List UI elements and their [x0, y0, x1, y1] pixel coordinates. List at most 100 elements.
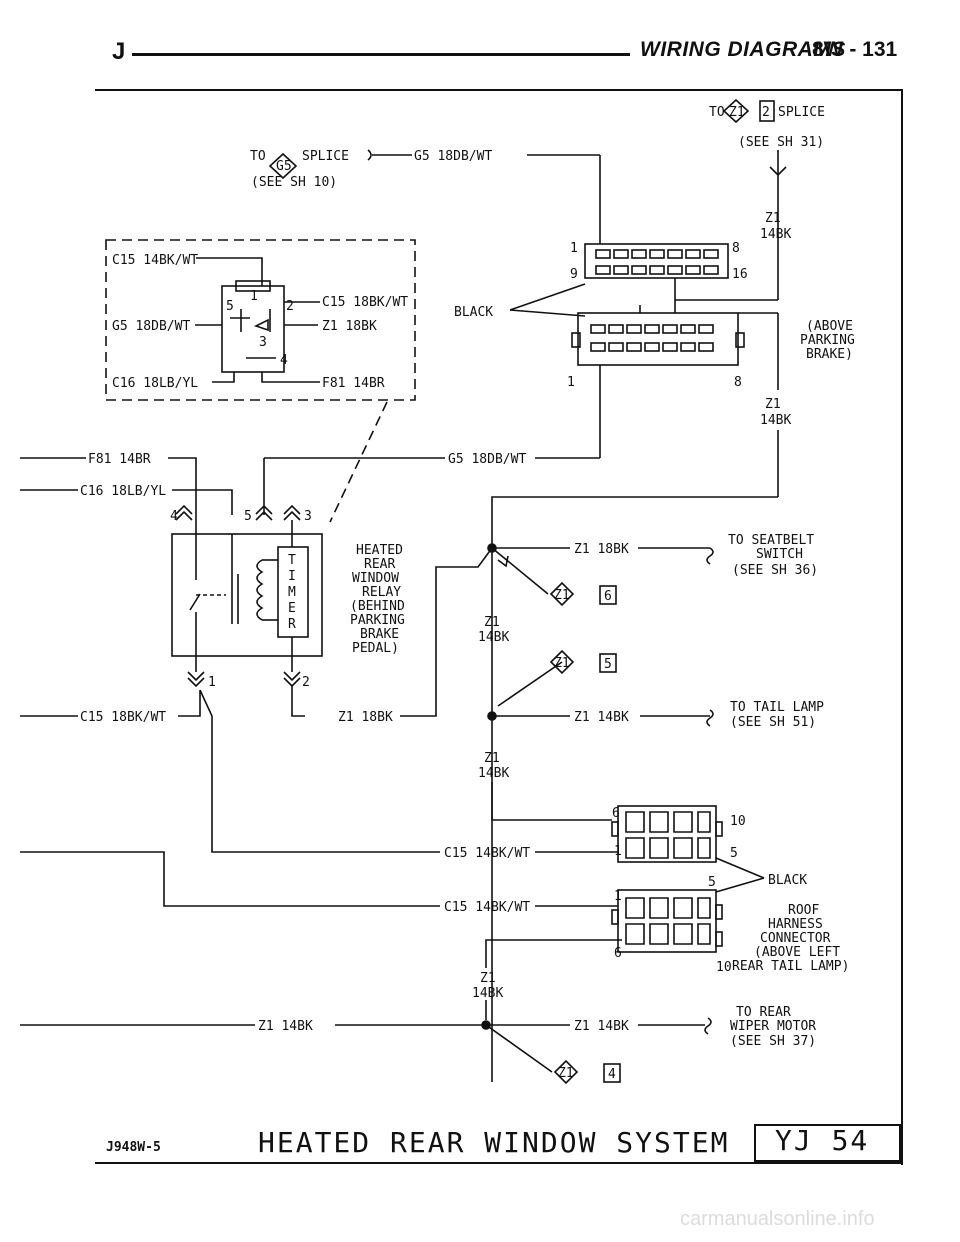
relay-label-7: BRAKE	[360, 627, 399, 642]
box-pin4: 4	[280, 353, 288, 368]
z1-14bk-tail: Z1 14BK	[574, 710, 629, 725]
z1-18bk-box: Z1 18BK	[322, 319, 377, 334]
roof-conn-pin6: 6	[612, 806, 620, 821]
z1-14bk-left: Z1 14BK	[258, 1019, 313, 1034]
see-sh51: (SEE SH 51)	[730, 715, 816, 730]
wiper-motor-label: WIPER MOTOR	[730, 1019, 816, 1034]
black-label-1: BLACK	[454, 305, 493, 320]
svg-text:M: M	[288, 585, 296, 600]
z1-18bk-low: Z1 18BK	[338, 710, 393, 725]
box-pin2: 2	[286, 299, 294, 314]
f81-box: F81 14BR	[322, 376, 385, 391]
relay-label-5: (BEHIND	[350, 599, 405, 614]
relay-label-8: PEDAL)	[352, 641, 399, 656]
14bk-label-c: 14BK	[478, 630, 509, 645]
relay-label-4: RELAY	[362, 585, 401, 600]
conn2-pin1: 1	[567, 375, 575, 390]
svg-text:T: T	[288, 553, 296, 568]
svg-text:R: R	[288, 617, 296, 632]
to-label-top: TO	[709, 105, 725, 120]
rear-tail-label: REAR TAIL LAMP)	[732, 959, 849, 974]
relay-pin3: 3	[304, 509, 312, 524]
roof-conn2-pin5: 5	[708, 875, 716, 890]
relay-pin1: 1	[208, 675, 216, 690]
above-left-label: (ABOVE LEFT	[754, 945, 840, 960]
conn-pin16: 16	[732, 267, 748, 282]
see-sh31: (SEE SH 31)	[738, 135, 824, 150]
g5-top-wire-label: G5 18DB/WT	[414, 149, 492, 164]
z1-18bk-mid: Z1 18BK	[574, 542, 629, 557]
f81-14br-label: F81 14BR	[88, 452, 151, 467]
to-rear-label: TO REAR	[736, 1005, 791, 1020]
relay-pin5: 5	[244, 509, 252, 524]
z1-label-e: Z1	[480, 971, 496, 986]
to-tail-lamp: TO TAIL LAMP	[730, 700, 824, 715]
roof-label: ROOF	[788, 903, 819, 918]
conn-pin1: 1	[570, 241, 578, 256]
box-pin5: 5	[226, 299, 234, 314]
timer-label: T I M E R	[288, 553, 296, 632]
relay-label-2: REAR	[364, 557, 395, 572]
connector-label: CONNECTOR	[760, 931, 831, 946]
above-parking-3: BRAKE)	[806, 347, 853, 362]
c16-18lbyl-label: C16 18LB/YL	[80, 484, 166, 499]
header-rule	[132, 53, 630, 56]
14bk-label-a: 14BK	[760, 227, 791, 242]
badge6: 6	[604, 589, 612, 604]
splice-g5: SPLICE	[302, 149, 349, 164]
footer-ref: YJ 54	[775, 1124, 870, 1157]
relay-pin4: 4	[170, 509, 178, 524]
z1-badge6: Z1	[554, 588, 570, 603]
z1-label-d: Z1	[484, 751, 500, 766]
conn2-pin8: 8	[734, 375, 742, 390]
c15-14bkwt-b: C15 14BK/WT	[444, 900, 530, 915]
relay-label-6: PARKING	[350, 613, 405, 628]
z1-label-a: Z1	[765, 211, 781, 226]
roof-conn-pin1: 1	[614, 844, 622, 859]
g5-badge: G5	[276, 159, 292, 174]
above-parking-2: PARKING	[800, 333, 855, 348]
14bk-label-b: 14BK	[760, 413, 791, 428]
conn-pin9: 9	[570, 267, 578, 282]
c16-box: C16 18LB/YL	[112, 376, 198, 391]
z1-badge4: Z1	[558, 1066, 574, 1081]
roof-conn-pin10: 10	[730, 814, 746, 829]
header-page-number: 8W - 131	[812, 38, 898, 61]
svg-text:E: E	[288, 601, 296, 616]
z1-14bk-right: Z1 14BK	[574, 1019, 629, 1034]
roof-conn2-pin6: 6	[614, 946, 622, 961]
see-sh36: (SEE SH 36)	[732, 563, 818, 578]
roof-conn-pin5: 5	[730, 846, 738, 861]
to-seatbelt: TO SEATBELT	[728, 533, 814, 548]
c15-14bkwt-a: C15 14BK/WT	[444, 846, 530, 861]
footer-ref-box	[754, 1124, 901, 1162]
svg-text:I: I	[288, 569, 296, 584]
black-label-2: BLACK	[768, 873, 807, 888]
14bk-label-e: 14BK	[472, 986, 503, 1001]
z1-label-c: Z1	[484, 615, 500, 630]
header-title: WIRING DIAGRAMS	[640, 38, 846, 61]
14bk-label-d: 14BK	[478, 766, 509, 781]
splice-top: SPLICE	[778, 105, 825, 120]
z1-badge-top: Z1	[729, 105, 745, 120]
relay-label-1: HEATED	[356, 543, 403, 558]
badge5: 5	[604, 657, 612, 672]
z1-label-b: Z1	[765, 397, 781, 412]
roof-conn2-pin10: 10	[716, 960, 732, 975]
c15-14bkwt-box: C15 14BK/WT	[112, 253, 198, 268]
footer-title: HEATED REAR WINDOW SYSTEM	[258, 1126, 730, 1159]
footer-code: J948W-5	[106, 1140, 161, 1155]
g5-mid-label: G5 18DB/WT	[448, 452, 526, 467]
box-pin3: 3	[259, 335, 267, 350]
c15-18bkwt-label: C15 18BK/WT	[80, 710, 166, 725]
badge4: 4	[608, 1067, 616, 1082]
z1-badge-num-top: 2	[762, 105, 770, 120]
box-pin1: 1	[250, 289, 258, 304]
c15-18bkwt-box: C15 18BK/WT	[322, 295, 408, 310]
see-sh10: (SEE SH 10)	[251, 175, 337, 190]
conn-pin8: 8	[732, 241, 740, 256]
g5-box: G5 18DB/WT	[112, 319, 190, 334]
switch-label: SWITCH	[756, 547, 803, 562]
z1-badge5: Z1	[554, 656, 570, 671]
header-letter: J	[112, 38, 126, 65]
